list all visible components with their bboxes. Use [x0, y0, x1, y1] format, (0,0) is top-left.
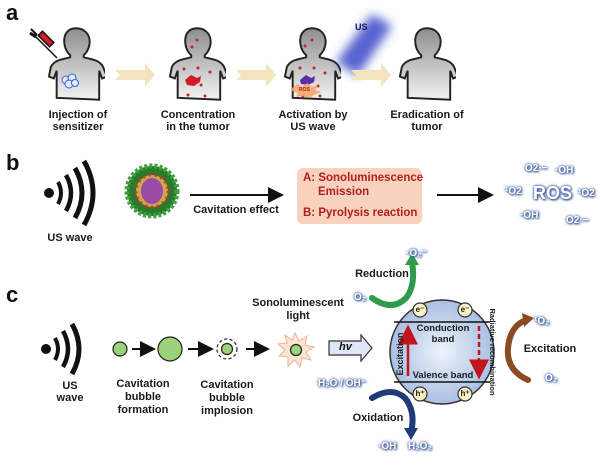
- mechanism-b-line: B: Pyrolysis reaction: [303, 207, 418, 219]
- conduction-line1: Conduction: [416, 323, 470, 334]
- semiconductor-band-diagram: [389, 299, 495, 405]
- panel-c-letter: c: [6, 282, 19, 307]
- hole-label-1: h⁺: [415, 389, 425, 398]
- step-1-label: Injection of sensitizer: [28, 109, 128, 133]
- ros-burst-label: ROS: [299, 87, 310, 93]
- mechanism-a-line2: Emission: [318, 186, 370, 198]
- oxidation-product-peroxide: H₂O₂: [408, 441, 432, 452]
- hole-icon: [412, 386, 428, 402]
- bubble-formation-line1: Cavitation: [116, 378, 170, 390]
- ros-species-superoxide-2: O2·−: [566, 215, 589, 226]
- us-wave-label-b: US wave: [47, 232, 93, 244]
- flow-arrow-a2: [236, 63, 276, 87]
- oxidation-label: Oxidation: [352, 412, 404, 424]
- person-step-4: [398, 27, 456, 101]
- electron-icon: [412, 302, 428, 318]
- reduction-product: ·O₂⁻: [406, 248, 427, 259]
- electron-label-1: e⁻: [415, 305, 425, 314]
- sonoluminescence-burst-icon: [276, 331, 316, 369]
- radiative-recombination-label: Radiative recombination: [488, 308, 497, 396]
- hv-label: hv: [339, 341, 352, 353]
- sonolum-line2: light: [286, 310, 310, 322]
- excitation-side-label: Excitation: [523, 343, 577, 355]
- sonolum-line1: Sonoluminescent: [252, 297, 344, 309]
- us-beam-icon: [336, 14, 392, 76]
- electron-label-2: e⁻: [460, 305, 470, 314]
- mechanism-box: [297, 168, 422, 224]
- ros-species-hydroxyl-1: ·OH: [555, 165, 574, 176]
- reduction-curve-arrow: [369, 259, 417, 308]
- flow-arrow-a3: [351, 63, 391, 87]
- us-wave-icon-b: [44, 159, 96, 227]
- ros-species-hydroxyl-2: ·OH: [520, 210, 539, 221]
- imploding-bubble-icon: [216, 338, 238, 360]
- sensitizer-cluster-icon: [61, 73, 79, 89]
- small-bubble-icon: [112, 341, 128, 357]
- bubble-formation-label: Cavitation bubble formation: [108, 378, 178, 417]
- bubble-implosion-label: Cavitation bubble implosion: [192, 379, 262, 418]
- hole-label-2: h⁺: [460, 389, 470, 398]
- valence-band-label: Valence band: [412, 370, 474, 381]
- conduction-line2: band: [431, 334, 455, 345]
- sensitizer-nanoparticle-icon: [124, 163, 180, 219]
- oxidation-product-hydroxyl: ·OH: [378, 441, 397, 452]
- conduction-band-label: Conduction band: [412, 323, 474, 345]
- syringe-icon: [29, 28, 58, 59]
- hole-icon: [457, 386, 473, 402]
- excitation-side-reactant: O₂: [545, 373, 558, 384]
- step-4-line2: tumor: [411, 121, 443, 133]
- excitation-side-product: ¹O₂: [534, 316, 550, 327]
- sensitizer-dots: [182, 38, 212, 98]
- reduction-reactant: O₂: [354, 292, 367, 303]
- step-3-line2: US wave: [290, 121, 336, 133]
- ros-species-singlet-oxygen-2: ¹O2: [578, 188, 595, 199]
- step-2-label: Concentration in the tumor: [148, 109, 248, 133]
- step-4-line1: Eradication of: [390, 109, 464, 121]
- us-wave-c-line2: wave: [56, 392, 84, 404]
- step-1-line2: sensitizer: [52, 121, 104, 133]
- reduction-label: Reduction: [355, 268, 409, 280]
- bubble-formation-line3: formation: [117, 404, 169, 416]
- person-step-3: [283, 14, 392, 101]
- bubble-implosion-line3: implosion: [201, 405, 253, 417]
- panel-b-letter: b: [6, 150, 20, 175]
- person-step-1: [29, 27, 105, 101]
- us-wave-c-line1: US: [62, 380, 78, 392]
- large-bubble-icon: [157, 336, 183, 362]
- panel-a-letter: a: [6, 0, 19, 25]
- us-beam-label: US: [355, 22, 368, 32]
- excitation-band-label: Excitation: [395, 332, 405, 376]
- us-wave-label-c: US wave: [45, 380, 95, 404]
- ros-species-singlet-oxygen-1: ¹O2: [505, 186, 522, 197]
- sonoluminescent-light-label: Sonoluminescent light: [248, 297, 348, 323]
- step-3-label: Activation by US wave: [263, 109, 363, 133]
- bubble-implosion-line2: bubble: [208, 392, 246, 404]
- hv-arrow: [328, 333, 373, 363]
- us-wave-icon-c: [41, 322, 82, 376]
- step-2-line2: in the tumor: [166, 121, 230, 133]
- excitation-curve-arrow: [504, 317, 531, 383]
- step-4-label: Eradication of tumor: [377, 109, 477, 133]
- bubble-formation-line2: bubble: [124, 391, 162, 403]
- step-1-line1: Injection of: [48, 109, 108, 121]
- mechanism-a-line1: A: Sonoluminescence: [303, 172, 424, 184]
- tumor-blob: [185, 75, 201, 86]
- oxidation-reactant: H₂O / OH⁻: [318, 378, 367, 389]
- person-step-2: [168, 27, 226, 101]
- ros-center-label: ROS: [533, 183, 573, 203]
- bubble-implosion-line1: Cavitation: [200, 379, 254, 391]
- step-3-line1: Activation by: [278, 109, 348, 121]
- electron-icon: [457, 302, 473, 318]
- ros-burst-icon: [292, 83, 321, 98]
- oxidation-curve-arrow: [369, 389, 416, 435]
- cavitation-effect-label: Cavitation effect: [193, 204, 279, 216]
- ros-species-superoxide-1: O2·−: [525, 163, 548, 174]
- flow-arrow-a1: [115, 63, 155, 87]
- step-2-line1: Concentration: [160, 109, 236, 121]
